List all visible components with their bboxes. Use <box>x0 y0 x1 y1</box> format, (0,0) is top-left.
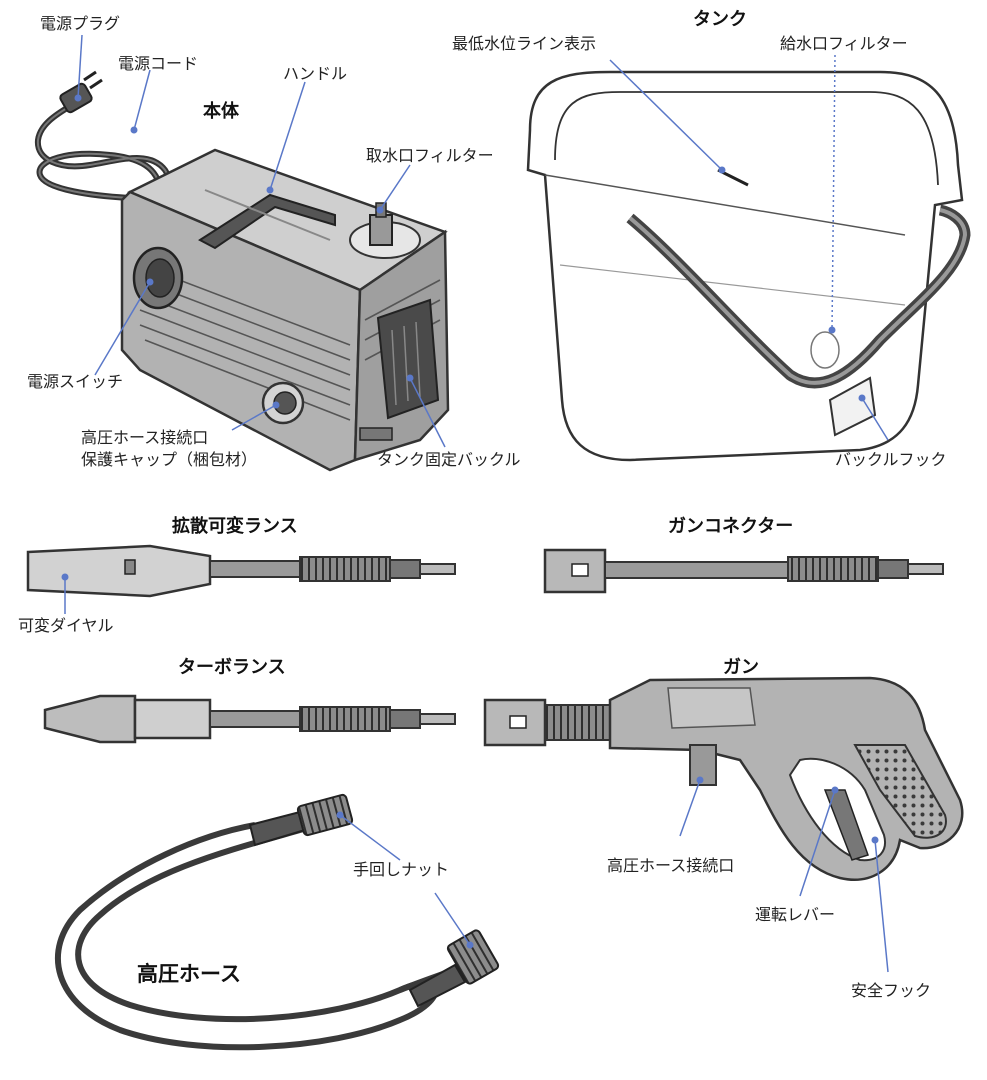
label-hand-nut: 手回しナット <box>353 860 450 879</box>
title-high-pressure-hose: 高圧ホース <box>137 962 241 986</box>
label-tank-buckle: タンク固定バックル <box>377 450 521 469</box>
label-power-cord: 電源コード <box>118 54 199 73</box>
label-intake-filter: 取水口フィルター <box>366 146 494 165</box>
leader-dots <box>61 94 879 949</box>
tank <box>526 70 971 462</box>
label-hose-port: 高圧ホース接続口 <box>607 856 735 875</box>
label-trigger-lever: 運転レバー <box>755 905 836 924</box>
label-hose-port-cap-line2: 保護キャップ（梱包材） <box>81 450 258 469</box>
title-turbo-lance: ターボランス <box>178 657 286 678</box>
label-safety-hook: 安全フック <box>851 981 932 1000</box>
label-variable-dial: 可変ダイヤル <box>18 616 114 635</box>
gun <box>483 676 964 881</box>
title-diffuse-lance: 拡散可変ランス <box>172 516 298 537</box>
label-power-plug: 電源プラグ <box>40 14 121 33</box>
label-handle: ハンドル <box>283 64 348 83</box>
power-plug-icon <box>59 70 103 114</box>
high-pressure-hose <box>54 793 500 1051</box>
turbo-lance <box>43 694 456 744</box>
label-min-water-line: 最低水位ライン表示 <box>452 34 597 53</box>
title-gun-connector: ガンコネクター <box>668 516 794 537</box>
main-unit <box>120 148 450 472</box>
title-main-unit: 本体 <box>203 101 239 122</box>
title-tank: タンク <box>693 9 747 30</box>
leader-lines <box>64 34 889 973</box>
label-power-switch: 電源スイッチ <box>27 372 124 391</box>
label-hose-port-cap-line1: 高圧ホース接続口 <box>81 428 209 447</box>
title-gun: ガン <box>723 657 759 678</box>
diffuse-lance <box>26 544 456 598</box>
gun-connector <box>543 548 944 594</box>
label-buckle-hook: バックルフック <box>835 450 947 469</box>
label-supply-filter: 給水口フィルター <box>780 34 908 53</box>
